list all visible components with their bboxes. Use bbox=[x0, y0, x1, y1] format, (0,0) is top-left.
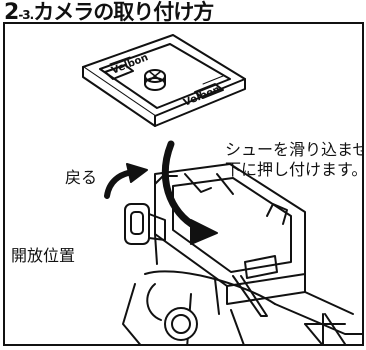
section-number: 2 bbox=[4, 0, 19, 25]
section-heading: 2-3.カメラの取り付け方 bbox=[4, 0, 214, 26]
slide-instruction-line1: シューを滑り込ませ bbox=[225, 140, 364, 159]
return-arrow bbox=[104, 163, 148, 199]
plate-screw bbox=[144, 69, 166, 91]
illustration-panel: Velbon Velbon bbox=[3, 22, 364, 346]
tripod-head-illustration: Velbon Velbon bbox=[82, 34, 362, 344]
section-title: カメラの取り付け方 bbox=[33, 0, 214, 24]
tripod-base bbox=[122, 233, 362, 344]
release-lever bbox=[124, 203, 166, 245]
slide-in-arrow bbox=[161, 140, 218, 245]
tripod-head-clamp bbox=[154, 163, 306, 317]
section-subnumber: -3. bbox=[18, 8, 34, 22]
slide-instruction-line2: 下に押し付けます。 bbox=[225, 160, 364, 179]
open-position-label: 開放位置 bbox=[11, 246, 76, 265]
return-label: 戻る bbox=[65, 168, 98, 187]
